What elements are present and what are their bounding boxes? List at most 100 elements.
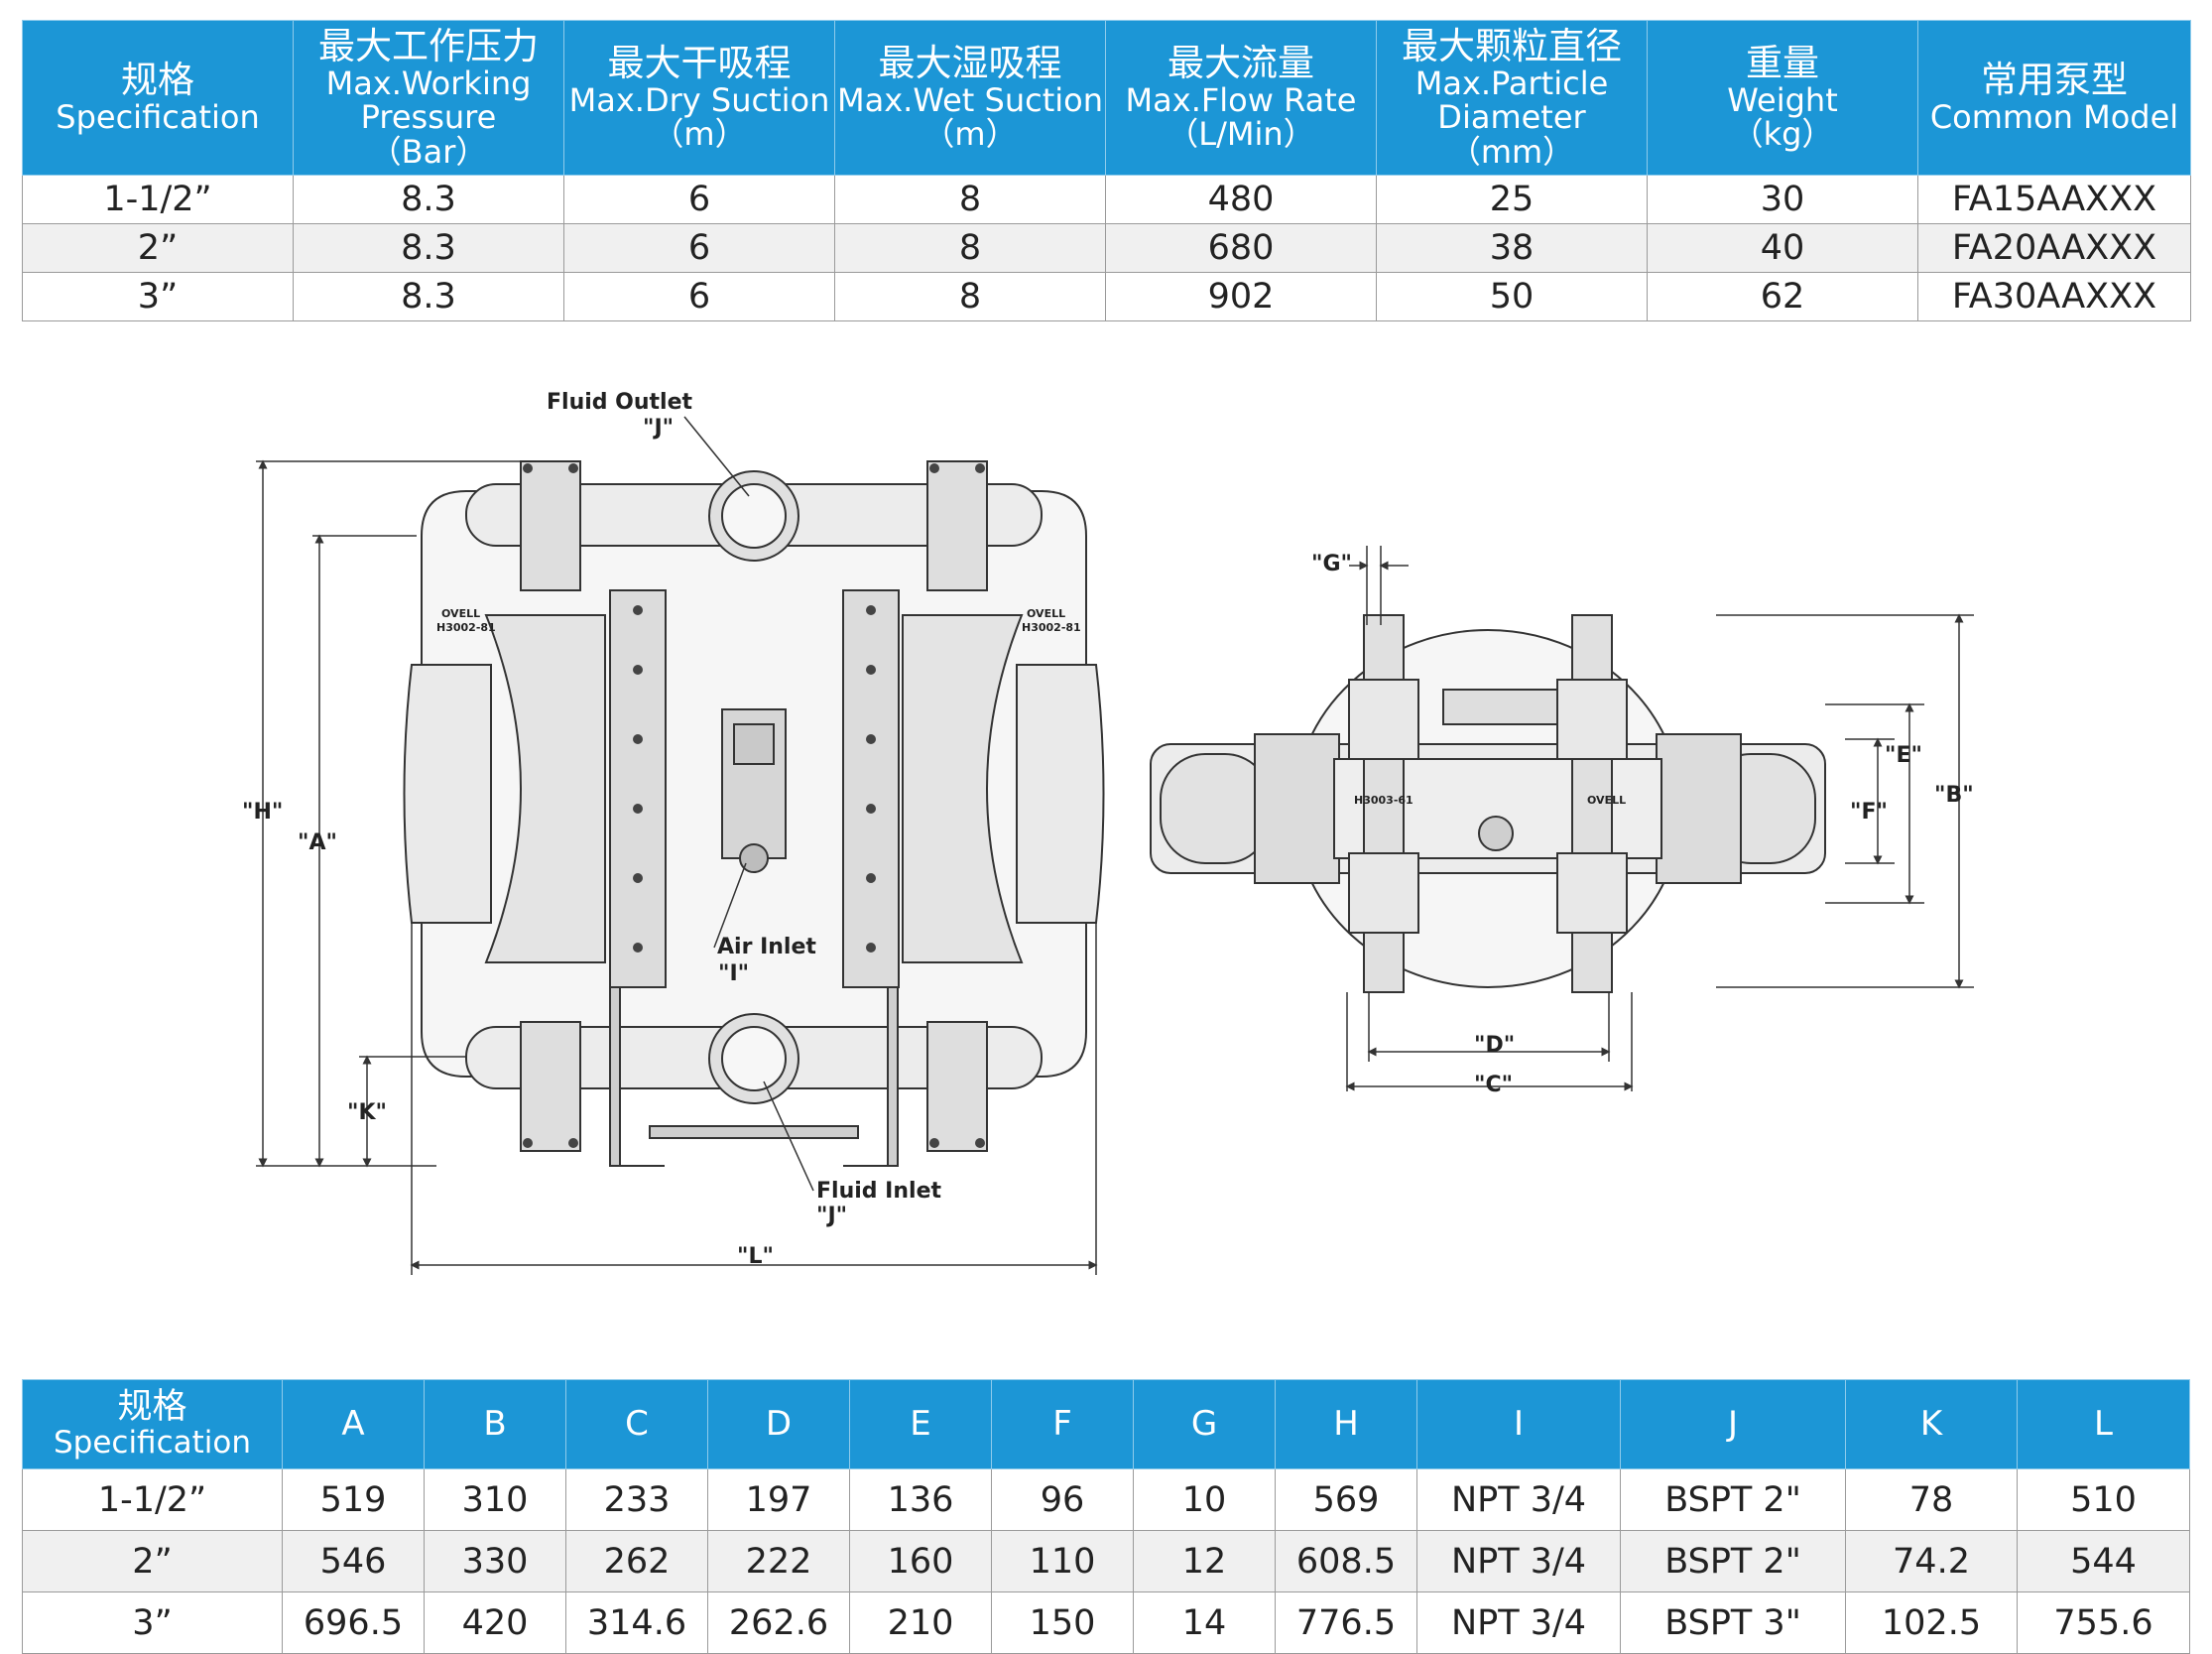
table-cell: 420 [424, 1591, 566, 1654]
header-l: L [2017, 1379, 2190, 1469]
header-i: I [1416, 1379, 1621, 1469]
pump-dimension-drawing: OVELL H3002-81 OVELL H3002-81 Fluid Outl… [242, 390, 1974, 1275]
header-unit: （Bar） [369, 132, 488, 171]
table-cell: 50 [1376, 272, 1648, 321]
dim-a-label: "A" [298, 830, 337, 855]
table-cell: 10 [1133, 1468, 1276, 1531]
header-cn: 规格 [117, 1386, 187, 1427]
table-cell: 210 [849, 1591, 992, 1654]
table-cell: 150 [991, 1591, 1134, 1654]
header-f: F [991, 1379, 1134, 1469]
dim-b-label: "B" [1934, 783, 1974, 808]
table-cell: 78 [1845, 1468, 2018, 1531]
header-c: C [565, 1379, 708, 1469]
header-max-wet-suction: 最大湿吸程 Max.Wet Suction （m） [834, 20, 1106, 176]
table-cell: 569 [1275, 1468, 1417, 1531]
header-d: D [707, 1379, 850, 1469]
table-cell: 136 [849, 1468, 992, 1531]
table-cell: 62 [1647, 272, 1918, 321]
table-cell: FA15AAXXX [1917, 175, 2191, 224]
header-h: H [1275, 1379, 1417, 1469]
performance-table: 规格 Specification 最大工作压力 Max.Working Pres… [22, 20, 2191, 321]
bolt-markers [523, 463, 985, 1148]
header-en: Specification [53, 1424, 252, 1461]
dim-l-label: "L" [737, 1244, 774, 1269]
header-unit: （L/Min） [1167, 115, 1315, 154]
dim-c-label: "C" [1474, 1073, 1513, 1097]
table-cell: NPT 3/4 [1416, 1468, 1621, 1531]
table-cell: 30 [1647, 175, 1918, 224]
header-g: G [1133, 1379, 1276, 1469]
table-cell: 38 [1376, 223, 1648, 273]
header-unit: （kg） [1731, 115, 1834, 154]
table-cell: 544 [2017, 1530, 2190, 1592]
table-cell: 8 [834, 272, 1106, 321]
table-cell: 755.6 [2017, 1591, 2190, 1654]
header-cn: 最大湿吸程 [878, 41, 1062, 84]
table-cell: 680 [1105, 223, 1377, 273]
header-en: Specification [56, 98, 260, 137]
fluid-outlet-label: Fluid Outlet [547, 390, 693, 415]
table-cell: BSPT 2" [1620, 1468, 1846, 1531]
table-cell: 2” [22, 223, 294, 273]
part-number-side: H3003-61 [1354, 794, 1413, 807]
header-en: Max.Particle Diameter [1414, 64, 1609, 137]
table-cell: 608.5 [1275, 1530, 1417, 1592]
header-en: Max.Working Pressure [325, 64, 532, 137]
header-cn: 重量 [1746, 41, 1819, 84]
table-cell: 262 [565, 1530, 708, 1592]
table-cell: 902 [1105, 272, 1377, 321]
table-row: 1-1/2” 8.3 6 8 480 25 30 FA15AAXXX [22, 175, 2191, 224]
table-cell: 3” [22, 272, 294, 321]
header-cn: 最大颗粒直径 [1402, 24, 1622, 67]
table-cell: 8 [834, 223, 1106, 273]
table-cell: 40 [1647, 223, 1918, 273]
table-cell: 3” [22, 1591, 283, 1654]
table-cell: 776.5 [1275, 1591, 1417, 1654]
pump-front-view [403, 460, 1105, 1167]
table-cell: 510 [2017, 1468, 2190, 1531]
table-cell: 696.5 [282, 1591, 425, 1654]
table-cell: 546 [282, 1530, 425, 1592]
table-row: 2” 546 330 262 222 160 110 12 608.5 NPT … [22, 1530, 2190, 1592]
header-cn: 最大流量 [1167, 41, 1314, 84]
side-dimension-lines [1345, 546, 1974, 1091]
table-cell: 12 [1133, 1530, 1276, 1592]
header-cn: 最大干吸程 [607, 41, 792, 84]
header-en: Max.Dry Suction [568, 80, 830, 119]
table-cell: BSPT 2" [1620, 1530, 1846, 1592]
header-e: E [849, 1379, 992, 1469]
table-cell: 480 [1105, 175, 1377, 224]
fluid-inlet-code: "J" [816, 1204, 847, 1228]
table-cell: 25 [1376, 175, 1648, 224]
air-inlet-label: Air Inlet [717, 935, 816, 959]
table-cell: 314.6 [565, 1591, 708, 1654]
pump-side-view [1150, 614, 1826, 993]
table-cell: 519 [282, 1468, 425, 1531]
header-en: Weight [1727, 80, 1838, 119]
header-cn: 规格 [121, 59, 194, 102]
table-cell: 262.6 [707, 1591, 850, 1654]
table-cell: 102.5 [1845, 1591, 2018, 1654]
table-row: 1-1/2” 519 310 233 197 136 96 10 569 NPT… [22, 1468, 2190, 1531]
header-cn: 常用泵型 [1981, 59, 2128, 102]
table-cell: 1-1/2” [22, 175, 294, 224]
header-unit: （m） [922, 115, 1018, 154]
table-row: 2” 8.3 6 8 680 38 40 FA20AAXXX [22, 223, 2191, 273]
header-cn: 最大工作压力 [318, 24, 539, 67]
header-specification: 规格 Specification [22, 1379, 283, 1469]
performance-header-row: 规格 Specification 最大工作压力 Max.Working Pres… [22, 20, 2191, 176]
table-cell: NPT 3/4 [1416, 1530, 1621, 1592]
header-j: J [1620, 1379, 1846, 1469]
front-dimension-lines [256, 459, 1098, 1275]
header-en: Max.Flow Rate [1125, 80, 1357, 119]
header-common-model: 常用泵型 Common Model [1917, 20, 2191, 176]
header-max-dry-suction: 最大干吸程 Max.Dry Suction （m） [563, 20, 835, 176]
table-cell: FA30AAXXX [1917, 272, 2191, 321]
dimension-header-row: 规格 Specification A B C D E F G H I J K L [22, 1379, 2190, 1469]
header-unit: （mm） [1448, 132, 1575, 171]
table-cell: 8.3 [293, 175, 564, 224]
table-cell: 197 [707, 1468, 850, 1531]
header-max-flow-rate: 最大流量 Max.Flow Rate （L/Min） [1105, 20, 1377, 176]
fluid-inlet-label: Fluid Inlet [816, 1179, 941, 1204]
